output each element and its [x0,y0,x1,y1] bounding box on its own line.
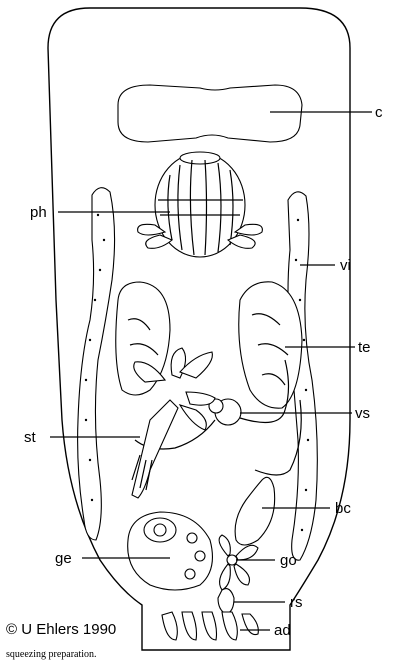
label-vs: vs [355,405,370,422]
label-ge: ge [55,550,72,567]
label-st: st [24,429,37,446]
label-vi: vi [340,257,351,274]
bursa-copulatrix [234,476,276,546]
stylet [131,347,216,499]
seminal-vesicle [134,359,302,476]
leader-lines [50,111,372,631]
vitellarium-left [77,187,116,541]
pharynx [137,151,263,258]
germarium [127,511,213,591]
label-c: c [375,104,383,121]
testis-left [115,281,171,396]
label-rs: rs [290,594,303,611]
copyright-text: © U Ehlers 1990 [6,621,116,638]
adhesive-papillae [161,611,259,641]
label-te: te [358,339,371,356]
label-go: go [280,552,297,569]
label-ad: ad [274,622,291,639]
cerebral-organ [117,84,303,143]
label-bc: bc [335,500,351,517]
receptaculum-seminis [217,588,235,615]
vitellarium-dots [84,213,310,532]
preparation-note: squeezing preparation. [6,649,97,660]
gonopore [218,534,259,591]
label-ph: ph [30,204,47,221]
